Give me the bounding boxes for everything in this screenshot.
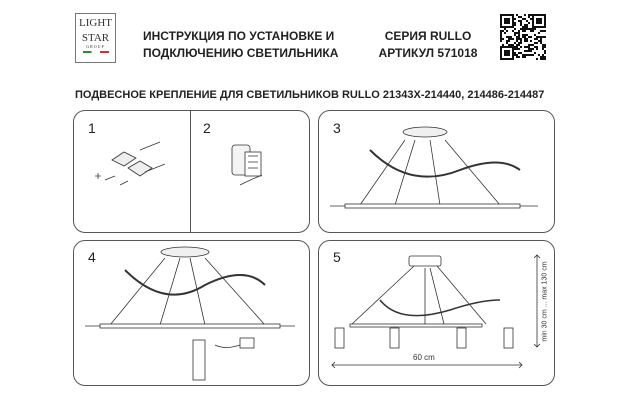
lightstar-logo: LIGHT STAR GROUP [75, 13, 116, 63]
panel-step-3 [318, 110, 555, 233]
bracket-screws-drawing [95, 141, 166, 186]
width-label: 60 cm [413, 353, 435, 362]
step-number-5: 5 [333, 249, 341, 265]
step-number-3: 3 [333, 120, 341, 136]
terminal-block-drawing [231, 144, 263, 186]
flag-stripe [82, 51, 109, 53]
step5-dimensions-drawing [331, 254, 541, 369]
qr-code [500, 14, 546, 60]
step-number-4: 4 [88, 249, 96, 265]
height-label: min 30 cm ... max 130 cm [541, 261, 549, 342]
series-info: СЕРИЯ RULLO АРТИКУЛ 571018 [378, 29, 478, 60]
panel-step-4 [73, 240, 310, 386]
step3-assembly-drawing [330, 126, 538, 209]
panel-divider [190, 110, 191, 232]
step4-assembly-drawing [85, 246, 295, 381]
step-number-2: 2 [203, 120, 211, 136]
panel-step-5 [318, 240, 555, 386]
document-title: ИНСТРУКЦИЯ ПО УСТАНОВКЕ И ПОДКЛЮЧЕНИЮ СВ… [143, 29, 339, 60]
width-dimension-arrow [331, 361, 523, 369]
step-number-1: 1 [88, 120, 96, 136]
height-dimension-arrow [533, 254, 541, 348]
subtitle: ПОДВЕСНОЕ КРЕПЛЕНИЕ ДЛЯ СВЕТИЛЬНИКОВ RUL… [75, 89, 545, 101]
panel-steps-1-2 [73, 110, 310, 233]
